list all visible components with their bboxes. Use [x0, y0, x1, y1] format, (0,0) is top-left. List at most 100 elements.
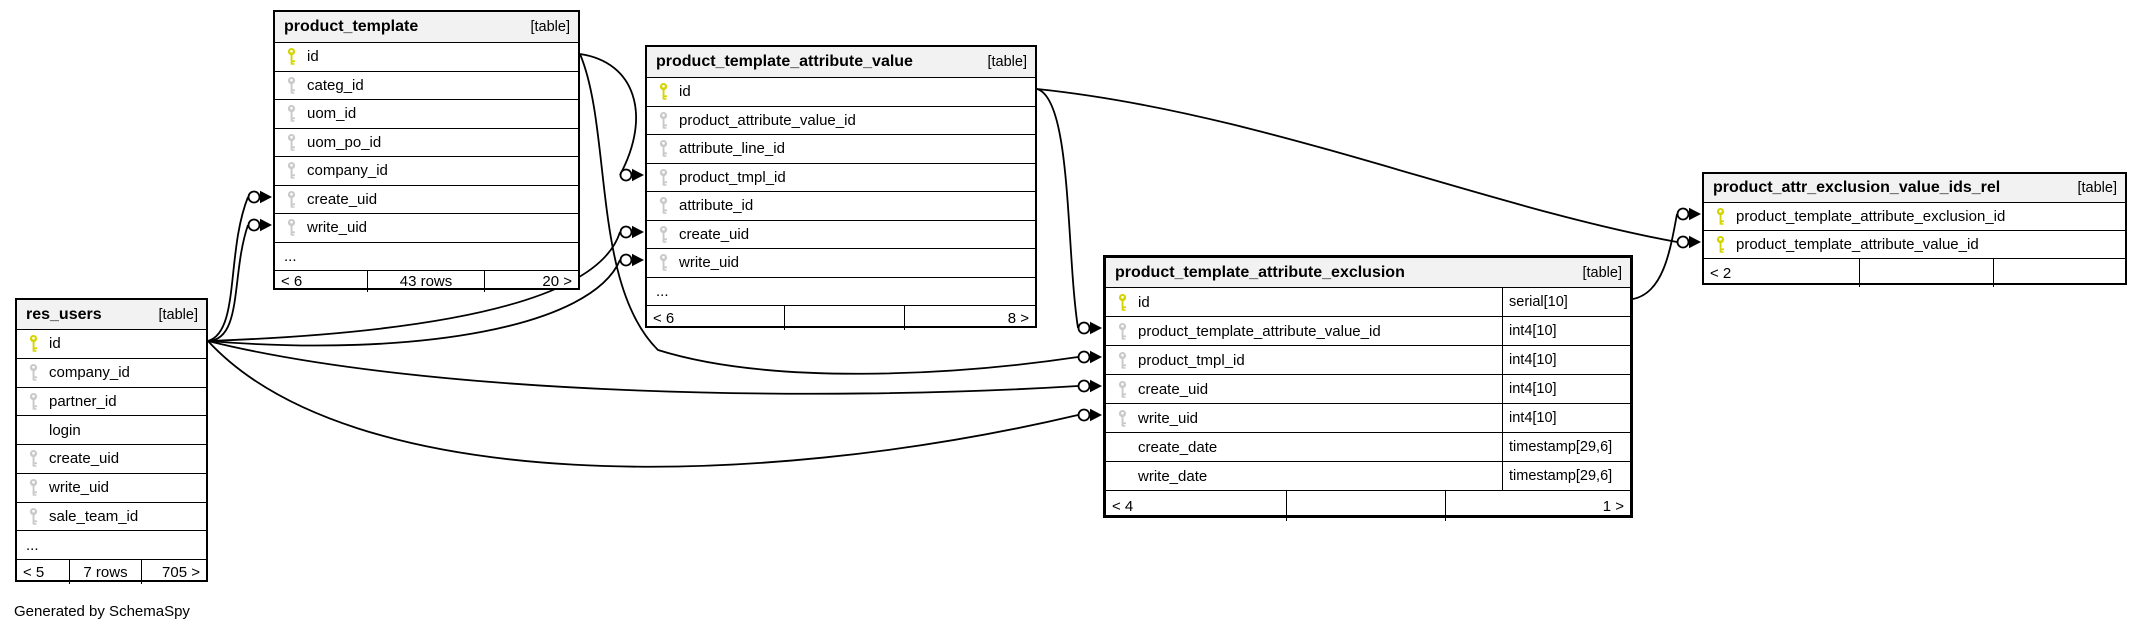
table-badge: [table] [987, 54, 1028, 70]
foreign-key-icon [27, 449, 40, 468]
column-name: create_uid [49, 450, 120, 468]
column-row: product_tmpl_id int4[10] [1106, 345, 1630, 374]
column-name: product_tmpl_id [1138, 351, 1245, 369]
table-footer: < 5 7 rows 705 > [17, 559, 206, 584]
footer-center [1286, 491, 1446, 521]
column-name: create_uid [679, 225, 750, 243]
footer-left: < 6 [653, 309, 675, 327]
table-footer: < 2 [1704, 258, 2125, 287]
table-header: res_users [table] [17, 300, 206, 329]
footer-right: 1 > [1602, 497, 1624, 515]
column-name: id [307, 48, 319, 66]
column-row: ... [275, 241, 578, 271]
column-name: product_attribute_value_id [679, 111, 856, 129]
column-row: product_tmpl_id [647, 162, 1035, 192]
table-product_template_attribute_exclusion[interactable]: product_template_attribute_exclusion [ta… [1103, 255, 1633, 521]
relationship-edge: res_users.id -> product_template_attribu… [207, 225, 644, 342]
edge-endpoint-circle [619, 225, 633, 239]
edge-arrowhead [632, 225, 644, 239]
column-row: write_uid [275, 213, 578, 242]
column-name: ... [284, 247, 297, 265]
column-name: product_template_attribute_exclusion_id [1736, 208, 2006, 225]
column-name: write_uid [49, 479, 110, 497]
table-badge: [table] [1582, 264, 1623, 281]
table-product_attr_exclusion_value_ids_rel[interactable]: product_attr_exclusion_value_ids_rel [ta… [1702, 172, 2127, 287]
column-name: categ_id [307, 76, 364, 94]
column-name: uom_po_id [307, 133, 382, 151]
column-row: create_uid [647, 219, 1035, 249]
table-title: product_template_attribute_exclusion [1115, 263, 1405, 281]
generator-note: Generated by SchemaSpy [14, 603, 190, 620]
column-name: attribute_line_id [679, 140, 785, 158]
column-name: product_tmpl_id [679, 168, 786, 186]
footer-center [1859, 259, 1994, 287]
foreign-key-icon [27, 478, 40, 497]
column-row: attribute_id [647, 191, 1035, 220]
table-header: product_template_attribute_value [table] [647, 47, 1035, 77]
relationship-edge: product_template.id -> product_template_… [579, 53, 644, 182]
column-type: int4[10] [1502, 346, 1630, 374]
table-badge: [table] [158, 306, 199, 323]
foreign-key-icon [285, 104, 298, 123]
relationship-edge: res_users.id -> product_template.write_u… [207, 218, 272, 342]
column-name: login [49, 421, 81, 439]
column-name: write_uid [679, 254, 740, 272]
relationship-edge: res_users.id -> product_template_attribu… [207, 340, 1102, 468]
no-key-icon [1116, 467, 1129, 486]
table-product_template[interactable]: product_template [table] id categ_id uom_i… [273, 10, 580, 292]
column-row: sale_team_id [17, 501, 206, 531]
column-name: company_id [307, 162, 388, 180]
footer-right [1994, 259, 2125, 287]
column-name: ... [656, 282, 669, 300]
edge-arrowhead [1090, 408, 1102, 422]
edge-endpoint-circle [619, 253, 633, 267]
primary-key-icon [657, 82, 670, 101]
foreign-key-icon [1116, 380, 1129, 399]
column-row: product_attribute_value_id [647, 105, 1035, 135]
table-footer: < 6 43 rows 20 > [275, 270, 578, 292]
column-row: login [17, 415, 206, 444]
foreign-key-icon [285, 161, 298, 180]
foreign-key-icon [27, 507, 40, 526]
footer-right: 705 > [162, 563, 200, 581]
column-name: uom_id [307, 105, 357, 123]
table-title: product_attr_exclusion_value_ids_rel [1713, 179, 2001, 196]
table-product_template_attribute_value[interactable]: product_template_attribute_value [table]… [645, 45, 1037, 330]
column-name: partner_id [49, 392, 117, 410]
footer-left: < 6 [281, 273, 303, 290]
column-row: product_template_attribute_value_id [1704, 230, 2125, 258]
column-row: write_uid [17, 472, 206, 502]
edge-endpoint-circle [1077, 408, 1091, 422]
table-header: product_template [table] [275, 12, 578, 42]
column-row: categ_id [275, 70, 578, 100]
column-row: ... [17, 530, 206, 559]
footer-center: 7 rows [69, 560, 142, 584]
column-row: create_uid [275, 184, 578, 214]
relationship-edge: res_users.id -> product_template_attribu… [207, 340, 1102, 395]
primary-key-icon [1714, 207, 1727, 226]
column-name: create_uid [307, 190, 378, 208]
edge-arrowhead [1090, 350, 1102, 364]
column-type: timestamp[29,6] [1502, 462, 1630, 490]
relationship-edge: product_template_attribute_exclusion.id … [1632, 207, 1701, 300]
edge-endpoint-circle [1077, 321, 1091, 335]
table-header: product_attr_exclusion_value_ids_rel [ta… [1704, 174, 2125, 202]
footer-left: < 4 [1112, 497, 1134, 515]
column-name: create_uid [1138, 380, 1209, 398]
relationship-edge: product_template_attribute_value.id -> p… [1036, 88, 1701, 249]
column-type: serial[10] [1502, 288, 1630, 316]
column-type: timestamp[29,6] [1502, 433, 1630, 461]
footer-left: < 5 [23, 563, 45, 581]
column-name: attribute_id [679, 197, 754, 215]
column-name: product_template_attribute_value_id [1138, 322, 1381, 340]
column-name: ... [26, 536, 39, 554]
